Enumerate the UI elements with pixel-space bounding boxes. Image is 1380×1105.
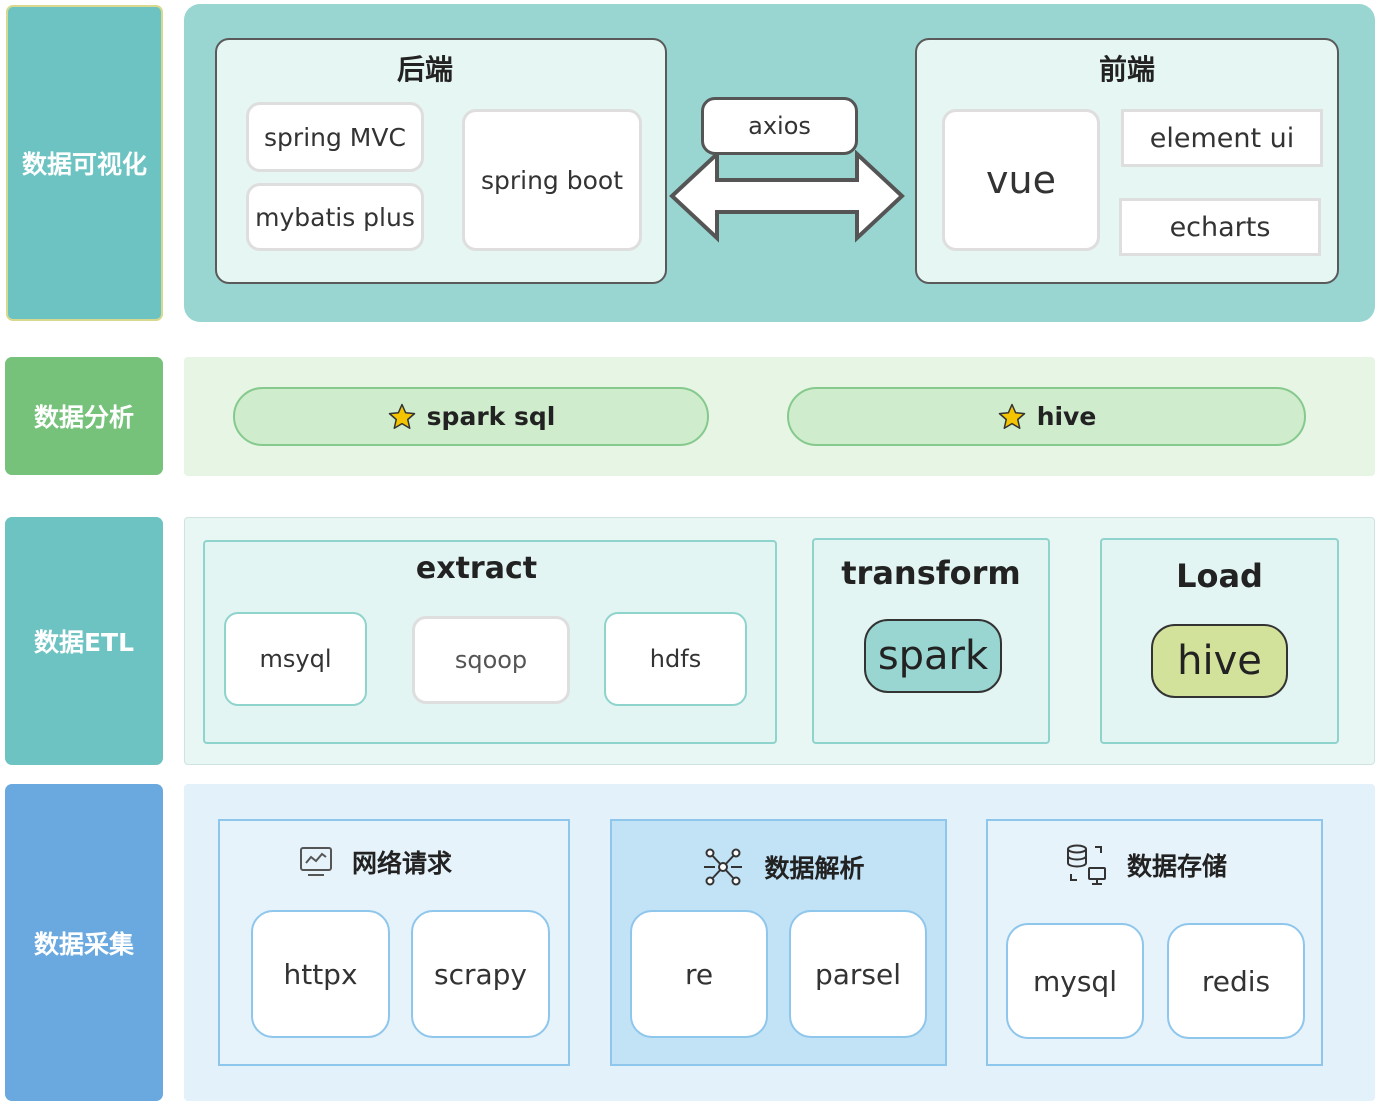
star-icon (388, 403, 415, 429)
re-chip: re (630, 910, 768, 1038)
network-request-title: 网络请求 (351, 849, 452, 878)
database-sync-icon (1066, 844, 1106, 885)
monitor-chart-icon (299, 847, 332, 876)
hive-load-chip: hive (1151, 624, 1288, 698)
element-ui-chip: element ui (1121, 109, 1323, 167)
layer-label-text: 数据采集 (33, 929, 134, 959)
data-parse-title: 数据解析 (764, 854, 865, 883)
axios-chip: axios (701, 97, 858, 155)
data-storage-title: 数据存储 (1126, 852, 1227, 881)
transform-title: transform (841, 554, 1021, 592)
layer-label-text: 数据可视化 (21, 150, 147, 179)
layer-label-visualization: 数据可视化 (6, 5, 163, 321)
parsel-chip: parsel (789, 910, 927, 1038)
spring-boot-chip: spring boot (462, 109, 642, 251)
spark-chip: spark (864, 619, 1002, 693)
backend-title: 后端 (396, 53, 453, 86)
sqoop-chip: sqoop (412, 616, 570, 704)
vue-chip: vue (942, 109, 1100, 251)
spark-sql-label: spark sql (426, 402, 556, 431)
layer-label-collection: 数据采集 (5, 784, 163, 1101)
layer-label-analysis: 数据分析 (5, 357, 163, 475)
network-request-header: 网络请求 (280, 842, 470, 882)
mysql-chip: mysql (1006, 923, 1144, 1039)
redis-chip: redis (1167, 923, 1305, 1039)
double-arrow-icon (669, 150, 905, 243)
spring-mvc-chip: spring MVC (246, 102, 424, 172)
scrapy-chip: scrapy (411, 910, 550, 1038)
layer-label-etl: 数据ETL (5, 517, 163, 765)
echarts-chip: echarts (1119, 198, 1321, 256)
extract-title: extract (415, 550, 538, 586)
hive-analysis-label: hive (1036, 402, 1097, 431)
load-title: Load (1176, 557, 1263, 595)
network-graph-icon (704, 848, 743, 886)
httpx-chip: httpx (251, 910, 390, 1038)
hdfs-chip: hdfs (604, 612, 747, 706)
data-storage-header: 数据存储 (1050, 840, 1240, 890)
frontend-title: 前端 (1098, 53, 1155, 86)
layer-label-text: 数据分析 (33, 403, 134, 432)
data-parse-header: 数据解析 (685, 845, 880, 889)
msyql-chip: msyql (224, 612, 367, 706)
star-icon (998, 403, 1025, 429)
mybatis-plus-chip: mybatis plus (246, 183, 424, 251)
hive-analysis-pill: hive (787, 387, 1306, 446)
spark-sql-pill: spark sql (233, 387, 709, 446)
layer-label-text: 数据ETL (33, 628, 135, 657)
